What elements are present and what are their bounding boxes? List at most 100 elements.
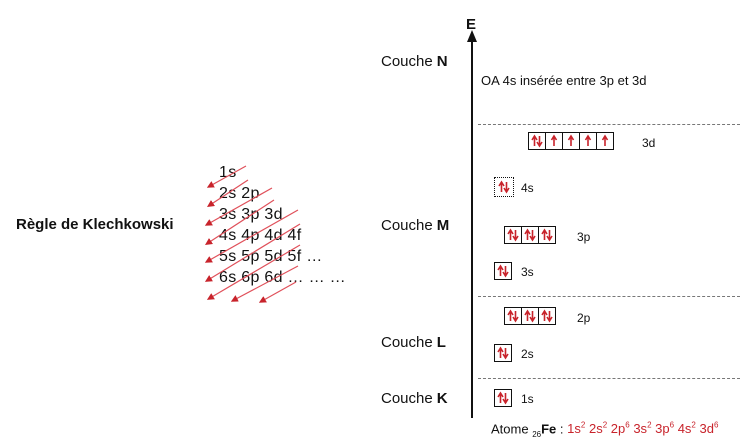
klechkowski-row-5: 5s 5p 5d 5f … [219,248,323,265]
spin-up-arrow [507,309,514,321]
spin-down-arrow [536,136,543,148]
spin-up-arrow [541,309,548,321]
spin-up-arrow [531,134,538,146]
spin-down-arrow [546,311,553,323]
diagonal-arrow [206,179,249,207]
config-term: 4s2 [677,421,696,437]
diagonal-arrow [258,281,297,303]
orbital-2p-label: 2p [577,311,591,325]
couche-word: Couche [381,334,433,351]
diagonal-arrow [204,187,273,226]
orbital-1s-label: 1s [521,392,534,406]
spin-up-arrow [541,228,548,240]
spin-down-arrow [512,230,519,242]
spin-up-arrow [524,309,531,321]
couche-word: Couche [381,53,433,70]
orbital-cell [505,308,522,324]
klechkowski-title: Règle de Klechkowski [16,216,174,233]
orbital-3d-boxes [528,132,614,150]
orbital-cell [529,133,546,149]
spin-down-arrow [512,311,519,323]
spin-down-arrow [529,311,536,323]
config-term: 3d6 [699,421,719,437]
orbital-cell [505,227,522,243]
diagonal-arrow [206,165,247,188]
diagonal-arrow [230,265,299,302]
orbital-4s-label: 4s [521,181,534,195]
config-term: 2p6 [610,421,630,437]
orbital-note: OA 4s insérée entre 3p et 3d [481,73,647,88]
orbital-cell [546,133,563,149]
couche-word: Couche [381,217,433,234]
spin-up-arrow [497,391,504,403]
orbital-cell [495,390,511,406]
spin-up-arrow [507,228,514,240]
diagonal-arrow [204,199,275,245]
diagonal-arrow [204,223,301,282]
couche-letter: M [436,217,450,234]
orbital-cell [522,308,539,324]
config-term: 2s2 [588,421,608,437]
orbital-3s-label: 3s [521,265,534,279]
orbital-4s-boxes [494,177,514,197]
couche-word: Couche [381,390,433,407]
config-prefix: Atome [491,421,529,437]
orbital-cell [539,308,555,324]
orbital-cell [495,345,511,361]
orbital-3p-label: 3p [577,230,591,244]
spin-down-arrow [502,393,509,405]
orbital-2s-label: 2s [521,347,534,361]
spin-down-arrow [502,348,509,360]
spin-up-arrow [567,134,575,146]
orbital-cell [495,263,511,279]
config-separator: : [559,421,564,437]
config-symbol: Fe [541,421,557,437]
couche-letter: L [436,334,446,351]
orbital-2s-boxes [494,344,512,362]
klechkowski-row-6: 6s 6p 6d … … … [219,269,346,286]
spin-down-arrow [529,230,536,242]
klechkowski-row-1: 1s [219,164,237,181]
orbital-cell [522,227,539,243]
shell-separator [478,378,740,379]
spin-up-arrow [497,264,504,276]
orbital-cell [563,133,580,149]
couche-letter: K [436,390,448,407]
klechkowski-row-4: 4s 4p 4d 4f [219,227,302,244]
diagonal-arrow [206,244,301,300]
orbital-cell [496,179,512,195]
config-atomic-number: 26 [532,429,542,439]
spin-up-arrow [601,134,609,146]
orbital-3p-boxes [504,226,556,244]
config-term: 1s2 [567,421,586,437]
spin-up-arrow [584,134,592,146]
spin-up-arrow [497,346,504,358]
spin-down-arrow [502,266,509,278]
orbital-cell [539,227,555,243]
diagonal-arrow [204,209,299,263]
orbital-2p-boxes [504,307,556,325]
spin-down-arrow [546,230,553,242]
orbital-cell [597,133,613,149]
spin-up-arrow [550,134,558,146]
electron-configuration: Atome 26Fe : 1s2 2s2 2p6 3s2 3p6 4s2 3d6 [491,421,718,439]
orbital-1s-boxes [494,389,512,407]
couche-letter: N [436,53,448,70]
energy-axis-label: E [466,16,477,33]
config-terms: 1s2 2s2 2p6 3s2 3p6 4s2 3d6 [567,421,718,436]
shell-separator [478,296,740,297]
klechkowski-row-2: 2s 2p [219,185,260,202]
spin-up-arrow [524,228,531,240]
orbital-3s-boxes [494,262,512,280]
shell-separator [478,124,740,125]
spin-up-arrow [498,180,505,192]
config-term: 3s2 [633,421,652,437]
orbital-cell [580,133,597,149]
config-term: 3p6 [655,421,675,437]
spin-down-arrow [503,182,510,194]
orbital-3d-label: 3d [642,136,656,150]
